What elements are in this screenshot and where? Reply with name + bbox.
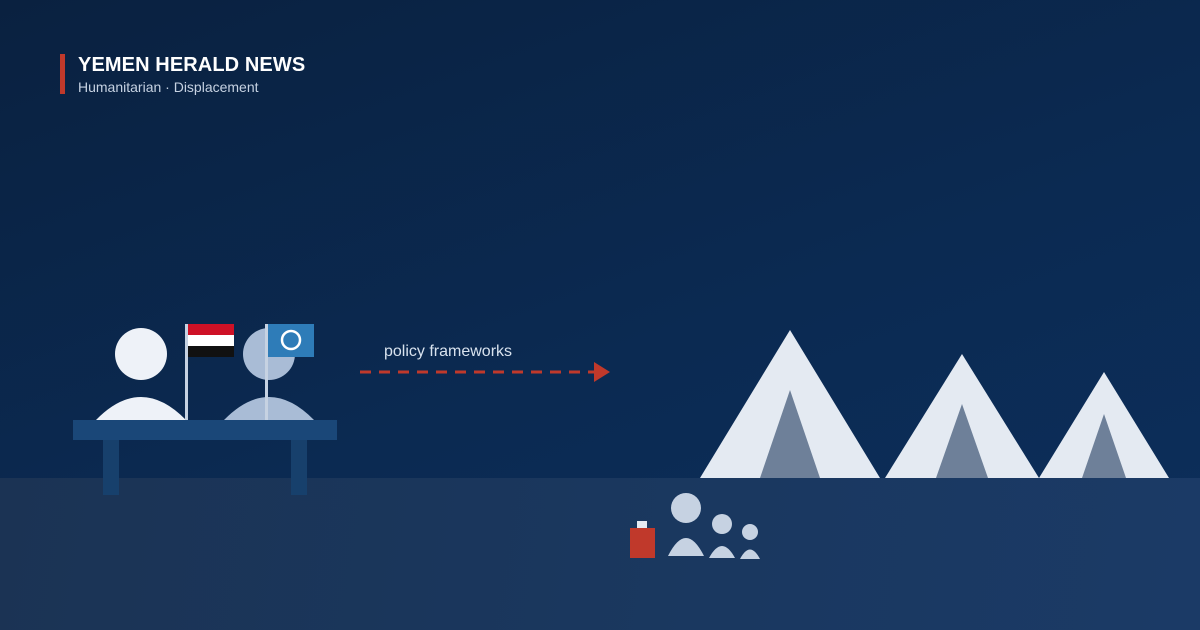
tent-large-icon: [700, 330, 880, 478]
arrow-label: policy frameworks: [384, 343, 512, 360]
accent-bar: [60, 54, 65, 94]
brand-header: YEMEN HERALD NEWS Humanitarian · Displac…: [60, 54, 306, 95]
yemen-flag-icon: [185, 324, 234, 420]
person-left-icon: [96, 328, 186, 420]
adult-figure-icon: [668, 493, 704, 556]
displaced-family-icon: [668, 493, 760, 559]
small-child-figure-icon: [740, 524, 760, 559]
tent-small-icon: [1039, 372, 1169, 478]
un-flag-icon: [265, 324, 314, 420]
ground-band: [0, 478, 1200, 630]
policy-arrow: [360, 362, 610, 382]
brand-subtitle: Humanitarian · Displacement: [78, 79, 259, 95]
tent-camp-icon: [700, 330, 1169, 478]
table-icon: [73, 420, 337, 495]
suitcase-icon: [630, 521, 655, 558]
child-figure-icon: [709, 514, 735, 558]
tent-medium-icon: [885, 354, 1039, 478]
brand-title: YEMEN HERALD NEWS: [78, 54, 306, 76]
negotiation-table-icon: [73, 324, 337, 495]
